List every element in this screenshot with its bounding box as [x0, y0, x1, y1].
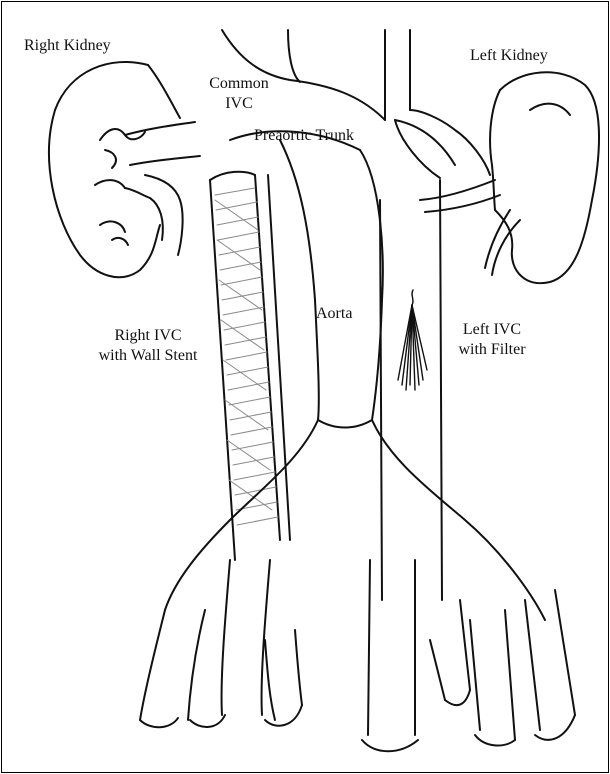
label-left-ivc-line1: Left IVC	[440, 320, 544, 340]
ivc-filter-shape	[398, 290, 427, 390]
label-preaortic-trunk: Preaortic Trunk	[254, 126, 354, 146]
right-kidney-shape	[49, 62, 200, 277]
iliac-branches	[140, 560, 575, 751]
label-aorta: Aorta	[316, 304, 352, 324]
label-right-ivc-line2: with Wall Stent	[86, 346, 210, 366]
label-right-ivc-line1: Right IVC	[86, 326, 210, 346]
left-kidney-shape	[420, 72, 599, 283]
label-common-ivc-line2: IVC	[204, 94, 274, 114]
label-left-ivc-line2: with Filter	[440, 340, 544, 360]
label-common-ivc-line1: Common	[204, 74, 274, 94]
left-ivc-shape	[380, 180, 442, 600]
aorta-shape	[165, 140, 545, 620]
label-right-kidney: Right Kidney	[24, 36, 111, 56]
label-left-kidney: Left Kidney	[470, 46, 548, 66]
